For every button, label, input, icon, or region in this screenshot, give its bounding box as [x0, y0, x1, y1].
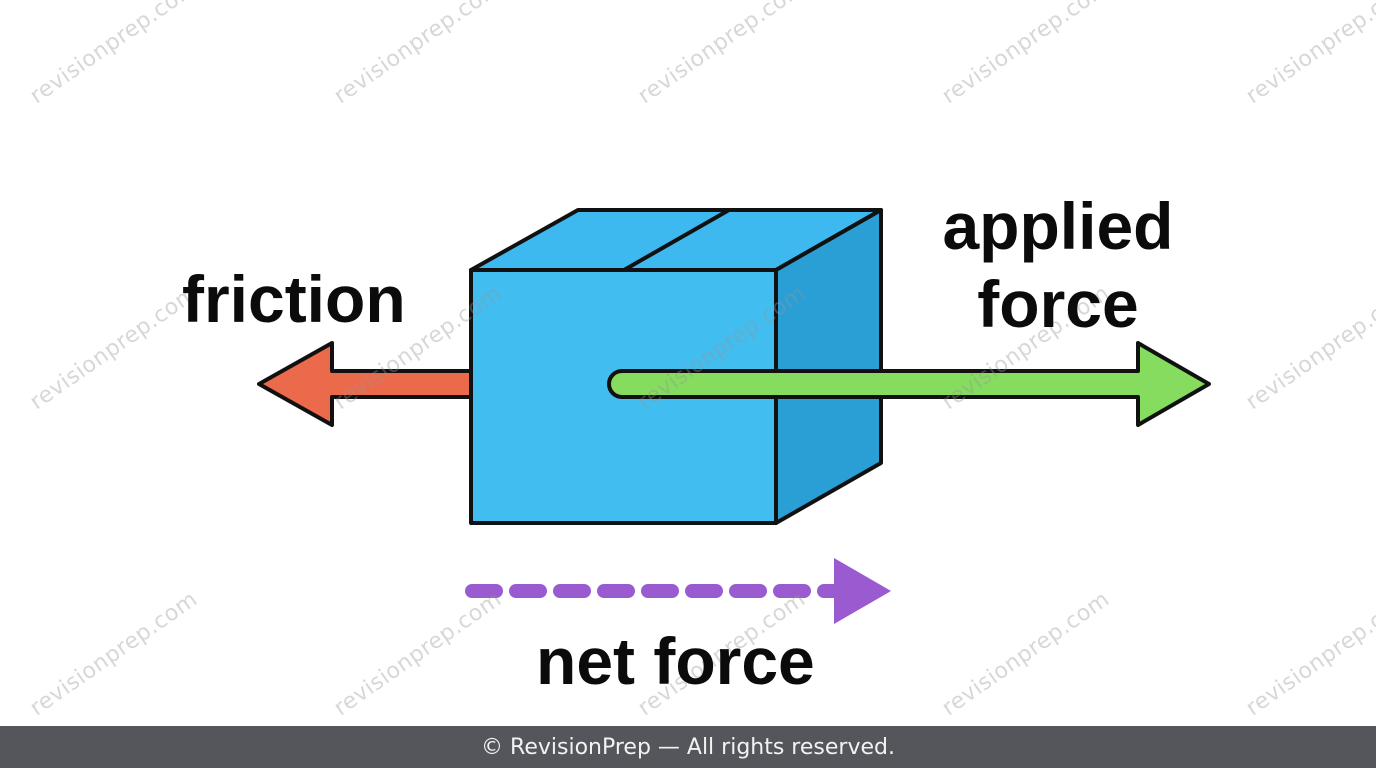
box	[469, 208, 883, 525]
applied-force-label: applied force	[932, 193, 1184, 337]
applied-force-label-line1: applied	[942, 189, 1174, 263]
applied-force-arrow	[607, 341, 1211, 427]
copyright-footer: © RevisionPrep — All rights reserved.	[0, 726, 1376, 768]
force-diagram	[257, 208, 1211, 624]
friction-label: friction	[182, 262, 406, 336]
net-force-label: net force	[536, 624, 815, 698]
footer-text: © RevisionPrep — All rights reserved.	[481, 734, 895, 760]
net-force-arrow	[465, 558, 891, 624]
applied-force-label-line2: force	[977, 267, 1139, 341]
friction-arrow	[257, 341, 482, 427]
box-tape-line	[623, 208, 730, 272]
